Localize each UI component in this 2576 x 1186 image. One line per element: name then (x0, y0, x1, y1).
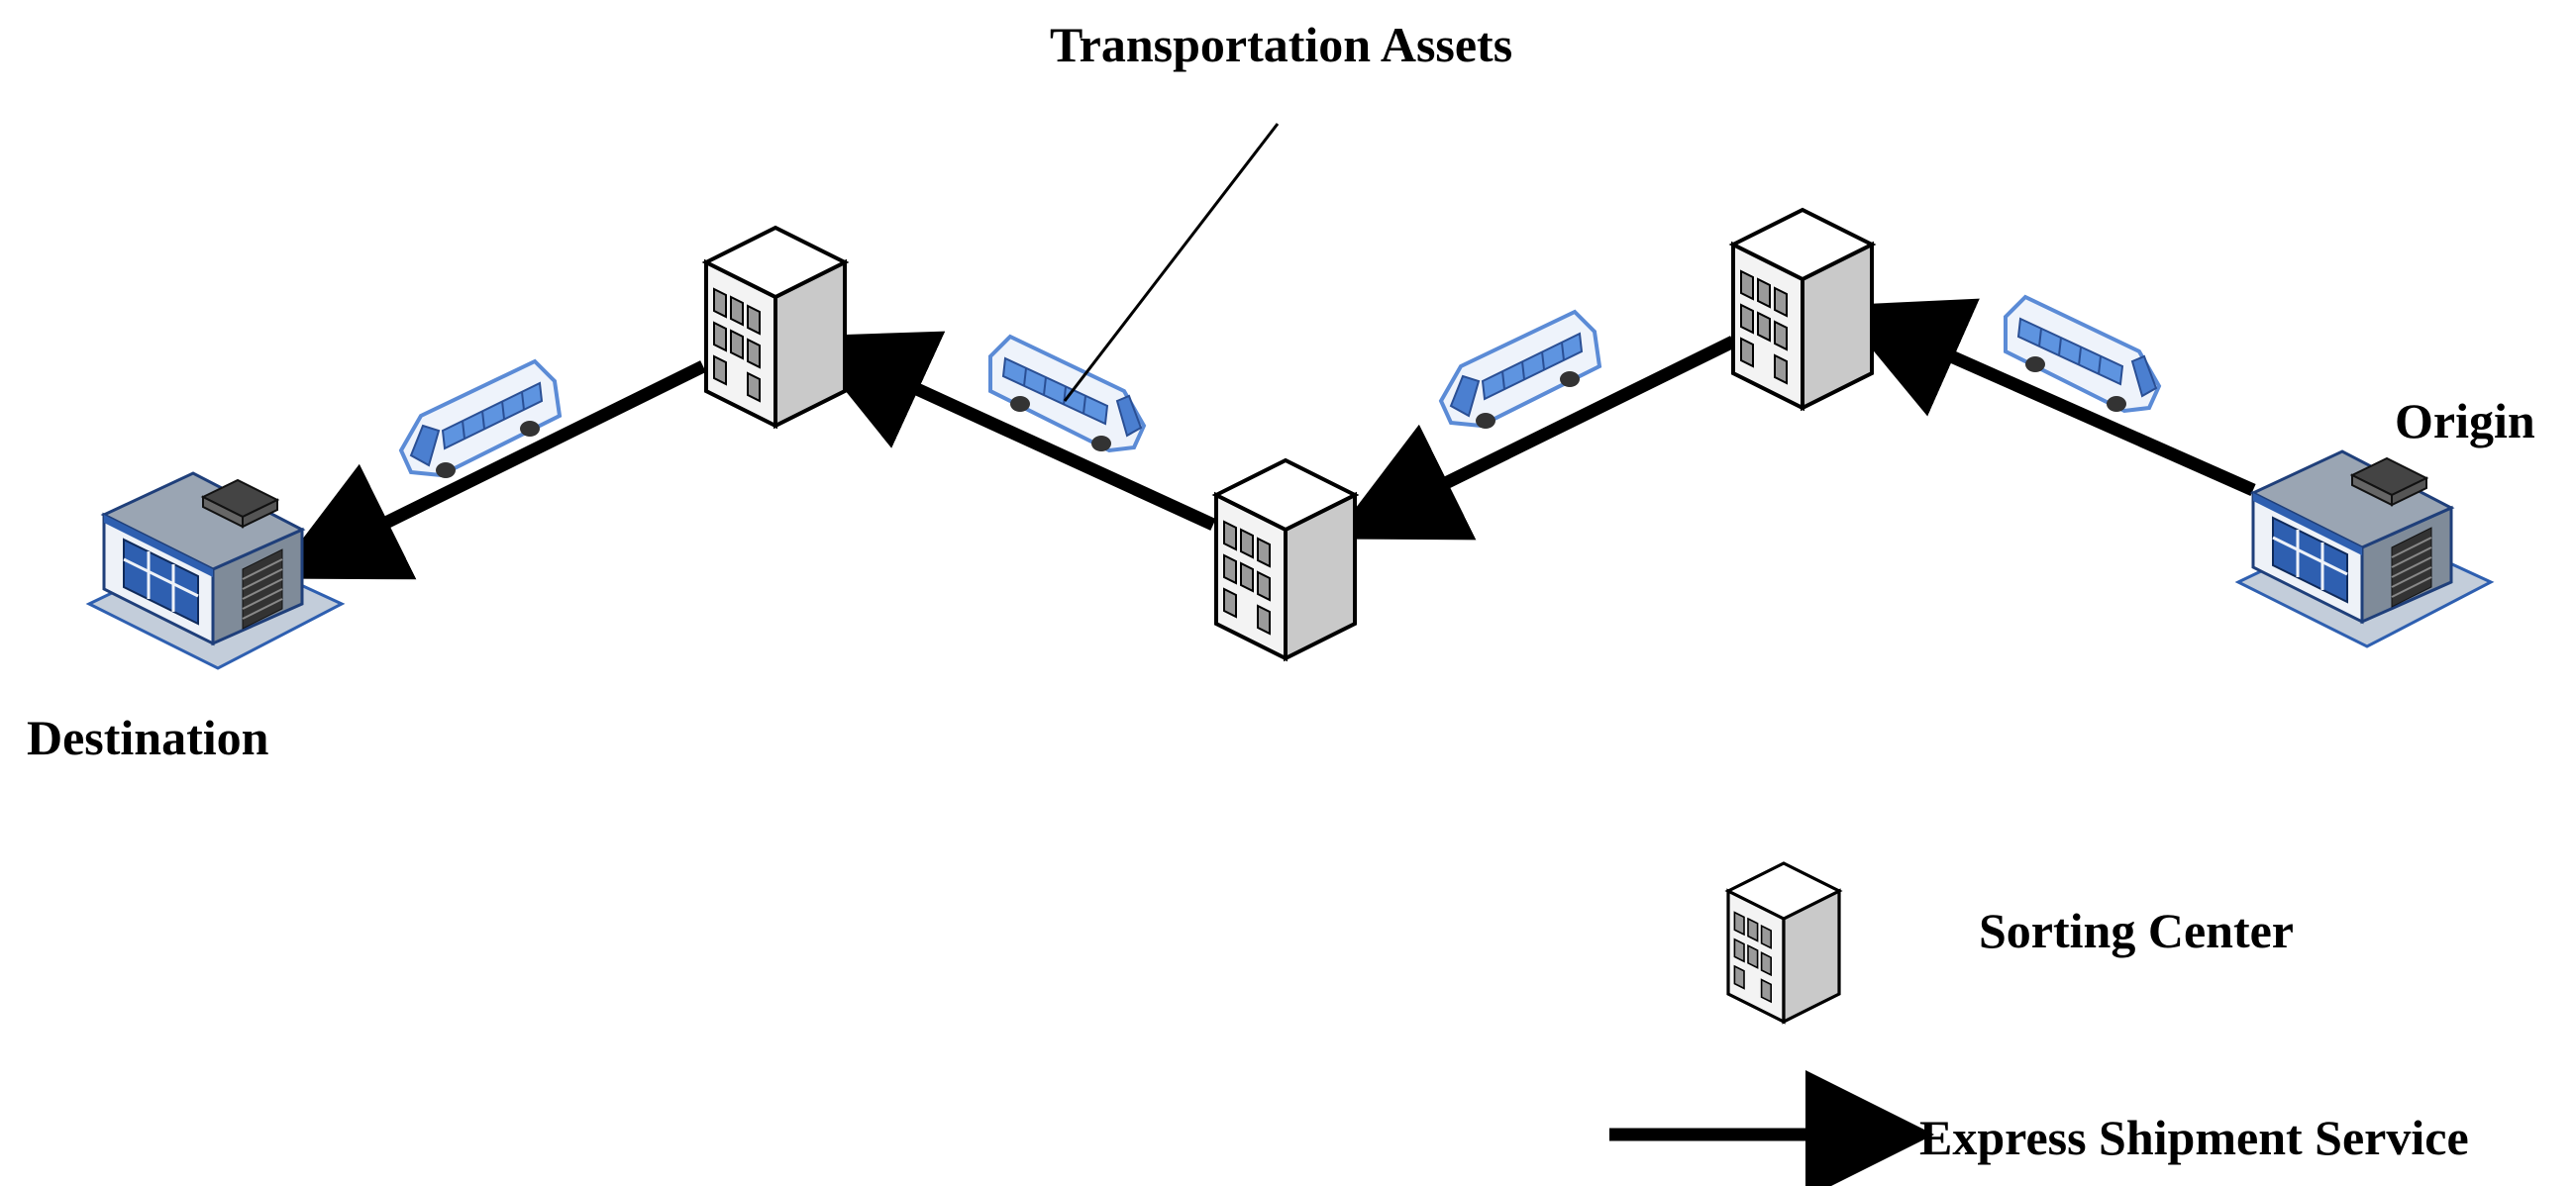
route-arrows (272, 298, 2256, 580)
origin-label: Origin (2395, 393, 2535, 448)
sorting-center-icon (1731, 208, 1874, 410)
arrow-sc2-to-sc1 (801, 331, 1216, 531)
transportation-assets-label: Transportation Assets (1050, 17, 1512, 72)
arrow-sc1-to-destination (272, 360, 706, 580)
legend: Sorting Center Express Shipment Service (1609, 861, 2469, 1186)
legend-sorting-center-label: Sorting Center (1979, 903, 2294, 958)
arrow-sc3-to-sc2 (1332, 336, 1736, 541)
bus-icon (399, 359, 562, 480)
sorting-center-icon (704, 226, 847, 428)
legend-express-shipment-label: Express Shipment Service (1919, 1110, 2469, 1165)
destination-label: Destination (27, 710, 269, 765)
destination-depot-icon (87, 471, 344, 670)
legend-sorting-center-icon (1726, 861, 1841, 1024)
transportation-assets-callout-line (1063, 123, 1280, 402)
origin-depot-icon (2236, 449, 2493, 648)
arrow-origin-to-sc3 (1835, 298, 2256, 496)
sorting-center-icon (1214, 458, 1357, 660)
bus-icon (1439, 310, 1601, 431)
